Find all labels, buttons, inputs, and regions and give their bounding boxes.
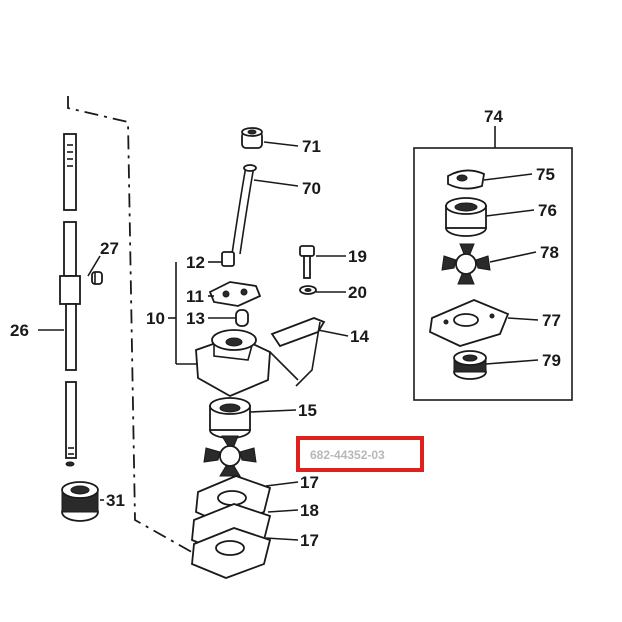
callout-79: 79 [542, 351, 561, 370]
bolt-washer-lever [269, 245, 326, 387]
pump-top-parts [208, 251, 262, 327]
callout-20: 20 [348, 283, 367, 302]
callout-10: 10 [146, 309, 165, 328]
callout-13: 13 [186, 309, 205, 328]
gasket-plates [191, 475, 272, 579]
callout-26: 26 [10, 321, 29, 340]
pin-27 [91, 271, 103, 285]
drive-shaft [59, 133, 81, 467]
part-number-highlight: 682-44352-03 [296, 436, 424, 472]
callout-15: 15 [298, 401, 317, 420]
callout-31: 31 [106, 491, 125, 510]
pump-housing-10 [195, 329, 271, 398]
callout-76: 76 [538, 201, 557, 220]
leader-lines [38, 141, 539, 541]
callout-18: 18 [300, 501, 319, 520]
callout-71: 71 [302, 137, 321, 156]
bushing-31 [61, 481, 99, 522]
callout-74: 74 [484, 107, 503, 126]
part-number-label: 682-44352-03 [310, 448, 385, 462]
callout-77: 77 [542, 311, 561, 330]
callout-11: 11 [186, 287, 204, 306]
insert-cartridge-15 [209, 397, 251, 439]
callout-75: 75 [536, 165, 555, 184]
callout-14: 14 [350, 327, 369, 346]
grommet-71 [241, 127, 263, 149]
callout-12: 12 [186, 253, 205, 272]
callout-70: 70 [302, 179, 321, 198]
callout-17-lower: 17 [300, 531, 319, 550]
callout-78: 78 [540, 243, 559, 262]
callout-19: 19 [348, 247, 367, 266]
dash-bracket [67, 96, 221, 569]
impeller [203, 435, 257, 477]
water-tube-70 [231, 164, 257, 255]
callout-27: 27 [100, 239, 119, 258]
repair-kit-box-74 [413, 126, 573, 401]
callout-labels: 71 70 27 26 19 12 20 11 10 13 14 15 31 1… [10, 107, 561, 550]
callout-17-upper: 17 [300, 473, 319, 492]
